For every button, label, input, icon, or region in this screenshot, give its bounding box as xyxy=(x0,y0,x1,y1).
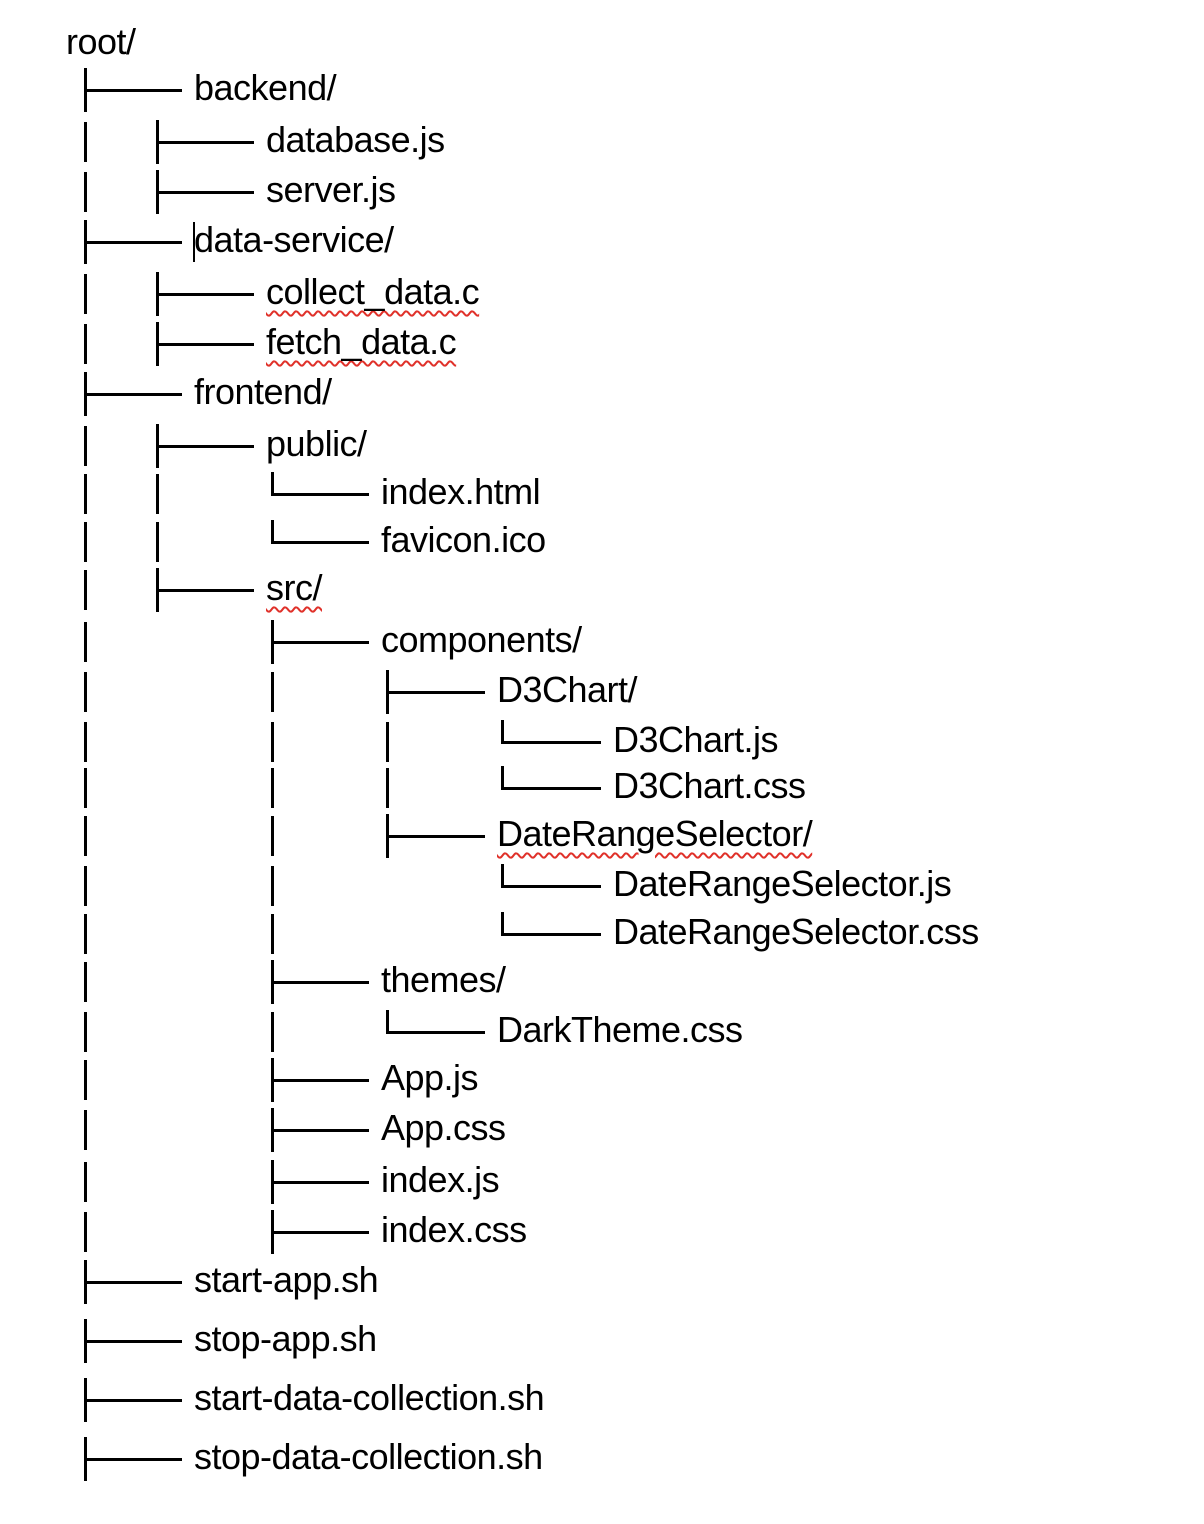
tree-branch-elbow xyxy=(501,720,504,743)
tree-branch-line xyxy=(84,1399,182,1402)
tree-guide-line xyxy=(84,866,87,906)
tree-guide-line xyxy=(84,962,87,1002)
tree-guide-line xyxy=(84,1060,87,1100)
tree-guide-line xyxy=(84,672,87,712)
tree-branch-elbow xyxy=(501,766,504,789)
file-label: DarkTheme.css xyxy=(497,1009,743,1050)
folder-label: frontend/ xyxy=(194,371,332,412)
tree-branch-line xyxy=(271,981,369,984)
tree-guide-line xyxy=(84,1212,87,1252)
tree-branch-line xyxy=(156,589,254,592)
file-label: fetch_data.c xyxy=(266,321,457,362)
tree-branch-line xyxy=(386,1031,485,1034)
tree-guide-line xyxy=(156,474,159,514)
tree-guide-line xyxy=(84,274,87,314)
tree-branch-line xyxy=(386,835,485,838)
tree-branch-line xyxy=(84,89,182,92)
tree-branch-line xyxy=(156,343,254,346)
tree-guide-line xyxy=(271,672,274,712)
tree-guide-line xyxy=(84,622,87,662)
tree-guide-line xyxy=(84,324,87,364)
tree-branch-line xyxy=(84,1340,182,1343)
tree-branch-elbow xyxy=(501,912,504,935)
tree-guide-line xyxy=(271,914,274,954)
folder-label: backend/ xyxy=(194,67,337,108)
tree-guide-line xyxy=(271,722,274,762)
file-label: server.js xyxy=(266,169,396,210)
tree-branch-elbow xyxy=(271,472,274,495)
file-label: start-data-collection.sh xyxy=(194,1377,545,1418)
tree-guide-line xyxy=(271,816,274,856)
tree-guide-line xyxy=(271,768,274,808)
tree-guide-line xyxy=(84,768,87,808)
folder-label: src/ xyxy=(266,567,323,608)
tree-guide-line xyxy=(271,866,274,906)
tree-branch-line xyxy=(84,1281,182,1284)
tree-branch-line xyxy=(271,541,369,544)
tree-branch-line xyxy=(84,241,182,244)
tree-branch-line xyxy=(84,393,182,396)
tree-guide-line xyxy=(156,522,159,562)
file-label: stop-app.sh xyxy=(194,1318,377,1359)
folder-label: DateRangeSelector/ xyxy=(497,813,813,854)
tree-guide-line xyxy=(84,914,87,954)
tree-guide-line xyxy=(84,816,87,856)
file-label: DateRangeSelector.css xyxy=(613,911,979,952)
tree-guide-line xyxy=(386,768,389,808)
tree-branch-line xyxy=(271,641,369,644)
tree-branch-line xyxy=(271,1231,369,1234)
tree-guide-line xyxy=(84,474,87,514)
tree-guide-line xyxy=(84,426,87,466)
tree-branch-elbow xyxy=(271,520,274,543)
tree-guide-line xyxy=(84,122,87,162)
tree-guide-line xyxy=(84,1110,87,1150)
file-label: index.html xyxy=(381,471,541,512)
tree-branch-elbow xyxy=(501,864,504,887)
tree-guide-line xyxy=(271,1012,274,1052)
file-label: App.css xyxy=(381,1107,506,1148)
tree-branch-line xyxy=(501,885,601,888)
file-label: database.js xyxy=(266,119,445,160)
tree-branch-line xyxy=(156,293,254,296)
tree-branch-line xyxy=(271,1079,369,1082)
tree-branch-line xyxy=(271,1129,369,1132)
tree-guide-line xyxy=(84,570,87,610)
tree-guide-line xyxy=(386,722,389,762)
file-label: index.css xyxy=(381,1209,527,1250)
tree-guide-line xyxy=(84,1012,87,1052)
tree-branch-elbow xyxy=(386,1010,389,1033)
folder-label: themes/ xyxy=(381,959,506,1000)
tree-branch-line xyxy=(501,787,601,790)
tree-guide-line xyxy=(84,722,87,762)
tree-branch-line xyxy=(271,1181,369,1184)
root-folder-label: root/ xyxy=(66,21,136,62)
file-label: D3Chart.css xyxy=(613,765,806,806)
tree-branch-line xyxy=(501,741,601,744)
folder-label: D3Chart/ xyxy=(497,669,638,710)
file-label: D3Chart.js xyxy=(613,719,779,760)
file-label: index.js xyxy=(381,1159,500,1200)
file-label: collect_data.c xyxy=(266,271,480,312)
tree-branch-line xyxy=(386,691,485,694)
file-label: start-app.sh xyxy=(194,1259,379,1300)
tree-branch-line xyxy=(156,141,254,144)
tree-guide-line xyxy=(84,522,87,562)
folder-label: public/ xyxy=(266,423,367,464)
file-label: DateRangeSelector.js xyxy=(613,863,952,904)
tree-branch-line xyxy=(501,933,601,936)
file-label: stop-data-collection.sh xyxy=(194,1436,543,1477)
file-label: favicon.ico xyxy=(381,519,546,560)
text-cursor-caret xyxy=(193,222,195,262)
tree-branch-line xyxy=(156,445,254,448)
tree-guide-line xyxy=(84,1162,87,1202)
tree-branch-line xyxy=(156,191,254,194)
folder-label: components/ xyxy=(381,619,582,660)
tree-guide-line xyxy=(84,172,87,212)
tree-branch-line xyxy=(84,1458,182,1461)
file-label: App.js xyxy=(381,1057,479,1098)
folder-label: data-service/ xyxy=(194,219,394,260)
tree-branch-line xyxy=(271,493,369,496)
